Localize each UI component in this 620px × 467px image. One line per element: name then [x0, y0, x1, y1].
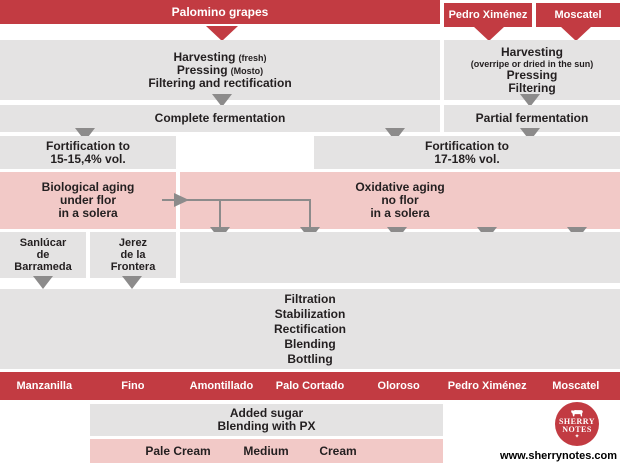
moscatel-label: Moscatel — [554, 9, 602, 21]
harvesting-label: Harvesting — [500, 44, 564, 59]
filtration-label: Filtration — [284, 291, 336, 306]
harvesting-note: (fresh) — [238, 52, 267, 63]
pedro-ximenez-type-label: Pedro Ximénez — [447, 380, 527, 392]
finishing-box: Filtration Stabilization Rectification B… — [0, 289, 620, 369]
down-arrow-icon — [122, 276, 142, 289]
jerez-line3: Frontera — [110, 261, 156, 273]
flow-line-vertical — [219, 199, 221, 231]
bull-icon — [571, 409, 583, 416]
amontillado-label: Amontillado — [189, 380, 254, 392]
jerez-line2: de la — [120, 249, 146, 261]
oxidative-aging-line3: in a solera — [370, 206, 430, 220]
oxidative-aging-line2: no flor — [381, 193, 419, 207]
fino-label: Fino — [121, 380, 145, 392]
pedro-ximenez-bar: Pedro Ximénez — [444, 3, 532, 27]
flow-line-horizontal — [162, 199, 310, 201]
pressing-note: (Mosto) — [230, 65, 264, 76]
aging-spacer-box — [180, 232, 620, 283]
logo-line1: SHERRY — [558, 416, 596, 426]
partial-fermentation-label: Partial fermentation — [475, 111, 589, 125]
down-arrow-red-icon — [206, 26, 238, 41]
sweet-sherries-box: Pale Cream Medium Cream — [90, 439, 443, 463]
rectification-label: Rectification — [273, 321, 346, 336]
sanlucar-line1: Sanlúcar — [19, 237, 67, 249]
down-arrow-red-icon — [473, 26, 505, 41]
palomino-grapes-bar: Palomino grapes — [0, 0, 440, 24]
harvesting-overripe-box: Harvesting (overripe or dried in the sun… — [444, 40, 620, 100]
logo-ornament-icon: ✦ — [574, 433, 580, 440]
added-sugar-label: Added sugar — [229, 406, 304, 420]
down-arrow-icon — [212, 94, 232, 107]
manzanilla-label: Manzanilla — [16, 380, 73, 392]
moscatel-bar: Moscatel — [536, 3, 620, 27]
flow-line-vertical — [309, 199, 311, 231]
fortification-high-box: Fortification to 17-18% vol. — [314, 136, 620, 169]
pressing-label: Pressing — [176, 62, 228, 77]
complete-fermentation-label: Complete fermentation — [154, 111, 286, 125]
partial-fermentation-box: Partial fermentation — [444, 105, 620, 132]
oxidative-aging-line1: Oxidative aging — [355, 180, 445, 194]
biological-aging-box: Biological aging under flor in a solera — [0, 172, 176, 229]
jerez-box: Jerez de la Frontera — [90, 232, 176, 278]
fortification-high-line1: Fortification to — [425, 138, 509, 153]
biological-aging-line3: in a solera — [58, 206, 118, 220]
harvesting-fresh-box: Harvesting (fresh) Pressing (Mosto) Filt… — [0, 40, 440, 100]
cream-label: Cream — [319, 444, 357, 458]
blending-label: Blending — [284, 336, 336, 351]
overripe-note: (overripe or dried in the sun) — [470, 58, 594, 69]
pedro-ximenez-label: Pedro Ximénez — [448, 9, 528, 21]
pressing-label: Pressing — [506, 67, 558, 82]
fortification-low-line1: Fortification to — [46, 138, 130, 153]
sherry-notes-logo: SHERRY NOTES ✦ — [555, 402, 599, 446]
down-arrow-icon — [33, 276, 53, 289]
logo-line2: NOTES — [562, 424, 592, 434]
filtering-rectification-label: Filtering and rectification — [148, 75, 292, 90]
jerez-line1: Jerez — [118, 237, 148, 249]
blending-px-label: Blending with PX — [217, 419, 316, 433]
website-url: www.sherrynotes.com — [500, 450, 617, 462]
stabilization-label: Stabilization — [274, 306, 346, 321]
down-arrow-red-icon — [560, 26, 592, 41]
down-arrow-icon — [520, 94, 540, 107]
fortification-high-line2: 17-18% vol. — [434, 151, 500, 166]
bottling-label: Bottling — [287, 351, 333, 366]
sanlucar-box: Sanlúcar de Barrameda — [0, 232, 86, 278]
filtering-label: Filtering — [508, 80, 556, 95]
palo-cortado-label: Palo Cortado — [275, 380, 345, 392]
complete-fermentation-box: Complete fermentation — [0, 105, 440, 132]
pale-cream-label: Pale Cream — [145, 444, 211, 458]
harvesting-label: Harvesting — [173, 49, 236, 64]
added-sugar-box: Added sugar Blending with PX — [90, 404, 443, 436]
sanlucar-line2: de — [36, 249, 50, 261]
fortification-low-line2: 15-15,4% vol. — [50, 151, 126, 166]
medium-label: Medium — [243, 444, 289, 458]
biological-aging-line2: under flor — [60, 193, 116, 207]
moscatel-type-label: Moscatel — [552, 380, 600, 392]
oloroso-label: Oloroso — [377, 380, 420, 392]
fortification-low-box: Fortification to 15-15,4% vol. — [0, 136, 176, 169]
sherry-types-bar: Manzanilla Fino Amontillado Palo Cortado… — [0, 372, 620, 400]
biological-aging-line1: Biological aging — [41, 180, 135, 194]
palomino-grapes-label: Palomino grapes — [171, 4, 269, 19]
right-arrow-icon — [174, 193, 189, 207]
sanlucar-line3: Barrameda — [14, 261, 72, 273]
